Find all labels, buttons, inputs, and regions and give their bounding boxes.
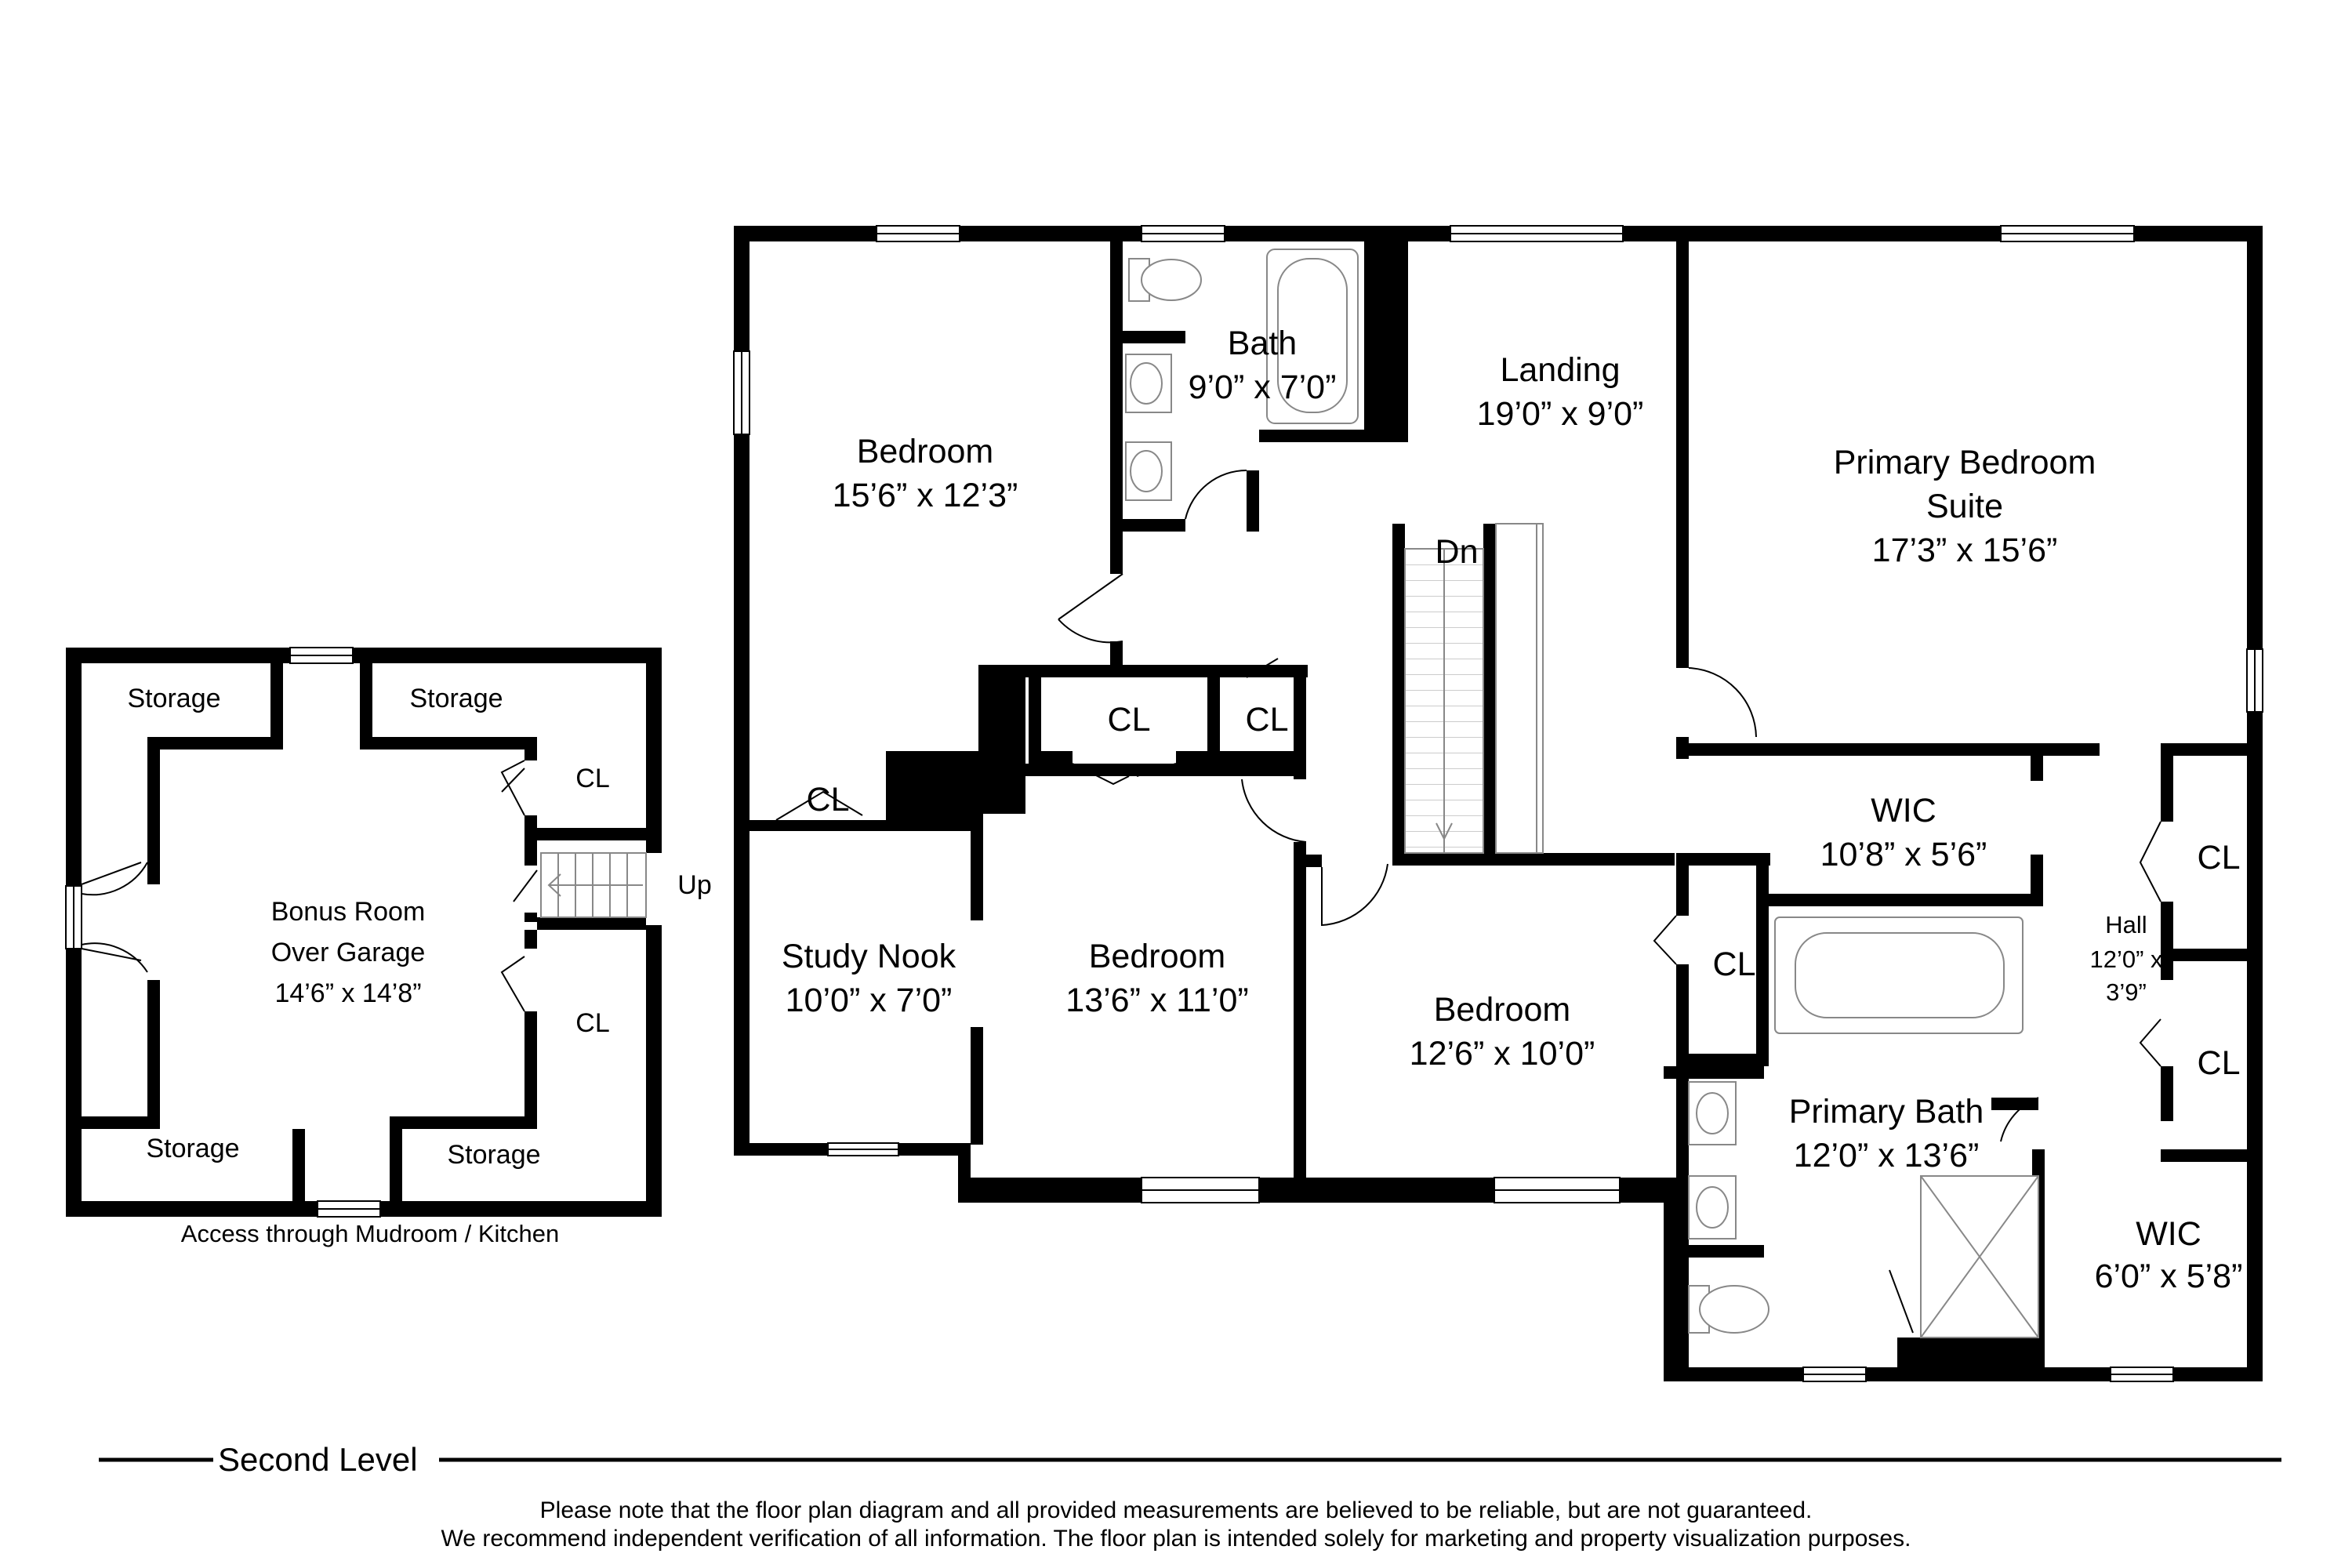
bonus-room-name-1: Bonus Room (271, 897, 426, 927)
wic2-name: WIC (2136, 1215, 2201, 1253)
bonus-storage-bl-label: Storage (146, 1134, 239, 1163)
bonus-storage-br-label: Storage (447, 1140, 540, 1170)
level-title: Second Level (218, 1441, 418, 1478)
landing-name: Landing (1500, 351, 1620, 389)
cl-bedroom3-label: CL (1713, 946, 1756, 983)
hall-dimensions-1: 12’0” x (2089, 946, 2163, 973)
bonus-up-label: Up (677, 870, 711, 900)
cl-bedroom1-label: CL (807, 781, 850, 818)
primary-suite-dimensions: 17’3” x 15’6” (1872, 532, 2058, 569)
bonus-storage-tr-label: Storage (409, 684, 503, 713)
wic1-dimensions: 10’8” x 5’6” (1820, 836, 1987, 873)
primary-suite-name-2: Suite (1926, 488, 2003, 525)
bonus-stairs (540, 852, 647, 918)
stairs-down-label: Dn (1436, 533, 1479, 571)
disclaimer-line-2: We recommend independent verification of… (441, 1526, 1911, 1552)
landing-dimensions: 19’0” x 9’0” (1477, 395, 1644, 433)
bedroom3-name: Bedroom (1434, 991, 1570, 1029)
hall-dimensions-2: 3’9” (2106, 978, 2147, 1006)
main-windows (733, 225, 2263, 1382)
bonus-windows (65, 647, 381, 1218)
wic2-dimensions: 6’0” x 5’8” (2095, 1258, 2243, 1295)
bedroom3-dimensions: 12’6” x 10’0” (1410, 1035, 1595, 1073)
bonus-access-note: Access through Mudroom / Kitchen (181, 1220, 559, 1247)
bedroom2-name: Bedroom (1089, 938, 1225, 975)
bonus-room-dimensions: 14’6” x 14’8” (274, 978, 421, 1008)
bonus-room-structure (66, 648, 662, 1217)
cl-center-2-label: CL (1246, 701, 1289, 739)
study-nook-dimensions: 10’0” x 7’0” (786, 982, 953, 1019)
bonus-cl-bottom-label: CL (575, 1008, 609, 1038)
cl-hall-2-label: CL (2198, 1044, 2241, 1082)
cl-center-1-label: CL (1108, 701, 1151, 739)
fixtures (1125, 249, 2039, 1338)
bonus-doors (81, 760, 538, 1012)
wic1-name: WIC (1871, 792, 1936, 829)
bath-name: Bath (1228, 325, 1297, 362)
disclaimer-line-1: Please note that the floor plan diagram … (540, 1497, 1813, 1523)
hall-name: Hall (2105, 911, 2147, 938)
bedroom1-name: Bedroom (857, 433, 993, 470)
study-nook-name: Study Nook (782, 938, 956, 975)
main-doors (775, 470, 2161, 1334)
bedroom1-dimensions: 15’6” x 12’3” (833, 477, 1018, 514)
bath-dimensions: 9’0” x 7’0” (1189, 368, 1337, 406)
bedroom2-dimensions: 13’6” x 11’0” (1065, 982, 1248, 1019)
main-stairs (1404, 523, 1544, 854)
primary-suite-name-1: Primary Bedroom (1834, 444, 2096, 481)
bonus-room-name-2: Over Garage (271, 938, 426, 967)
primary-bath-dimensions: 12’0” x 13’6” (1794, 1137, 1980, 1174)
primary-bath-name: Primary Bath (1789, 1093, 1984, 1131)
bonus-cl-top-label: CL (575, 764, 609, 793)
cl-hall-1-label: CL (2198, 839, 2241, 877)
bonus-storage-tl-label: Storage (127, 684, 220, 713)
